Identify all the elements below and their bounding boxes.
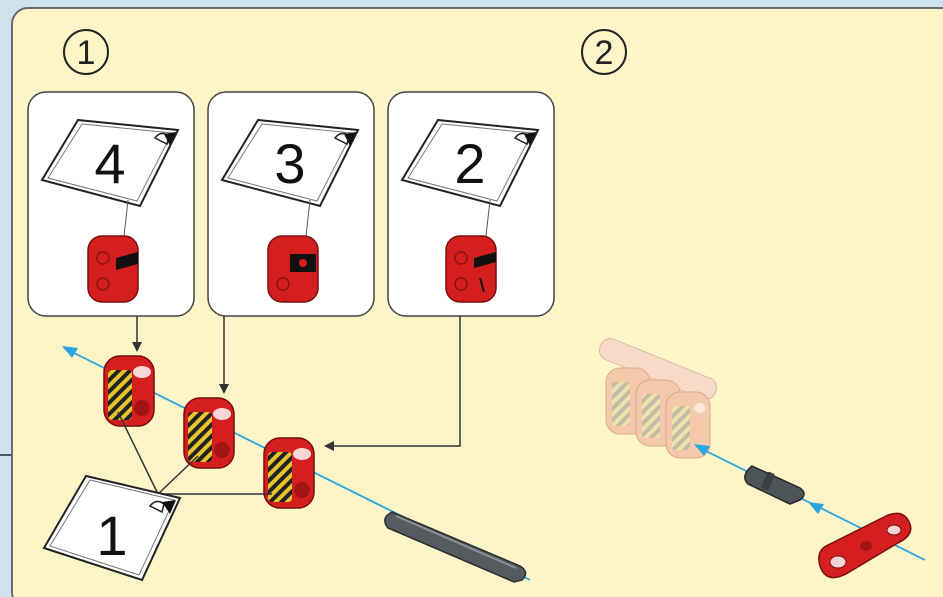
sticker-sheet-icon — [40, 118, 180, 208]
step-2-badge: 2 — [581, 29, 627, 75]
sticker-label: 1 — [96, 504, 127, 567]
step-1-badge: 1 — [63, 29, 109, 75]
red-beam-brick-icon — [267, 235, 319, 303]
red-brick-with-hazard-sticker — [103, 355, 155, 427]
callout-box-3: 3 — [207, 91, 375, 317]
red-brick-with-hazard-sticker — [183, 397, 235, 469]
callout-box-2: 2 — [387, 91, 555, 317]
red-brick-with-hazard-sticker — [263, 437, 315, 509]
red-beam-brick-icon — [87, 235, 139, 303]
red-beam-part — [818, 512, 912, 579]
sticker-label: 2 — [454, 132, 485, 195]
sticker-placement-lines — [117, 411, 272, 495]
sticker-label: 3 — [274, 132, 305, 195]
connector-pin-part — [744, 465, 805, 505]
sticker-sheet-icon — [400, 118, 540, 208]
dark-axle-part — [384, 511, 527, 583]
sticker-label: 4 — [94, 132, 125, 195]
sticker-sheet-icon — [220, 118, 360, 208]
faded-subassembly — [598, 338, 718, 459]
red-beam-brick-icon — [445, 235, 497, 303]
callout-arrow — [324, 316, 461, 451]
sticker-sheet-1: 1 — [42, 474, 182, 582]
step-1-number: 1 — [77, 34, 96, 72]
step-2-number: 2 — [595, 34, 614, 72]
callout-box-4: 4 — [27, 91, 195, 317]
